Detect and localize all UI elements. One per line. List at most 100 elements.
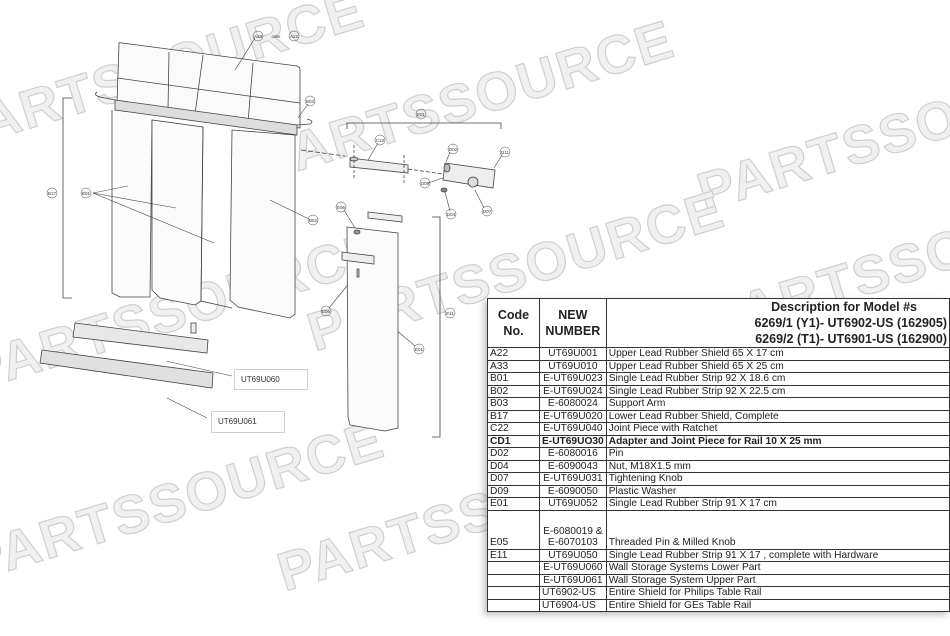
- header-code: Code No.: [487, 298, 540, 348]
- cell-code: D04: [487, 459, 540, 473]
- cell-description: Single Lead Rubber Strip 92 X 22.5 cm: [605, 384, 950, 398]
- cell-description: Plastic Washer: [605, 484, 950, 498]
- cell-description: Nut, M18X1.5 mm: [605, 459, 950, 473]
- cell-code: D09: [487, 484, 540, 498]
- cell-code: E05: [487, 509, 540, 550]
- cell-code: B17: [487, 409, 540, 423]
- cell-new-number: UT69U001: [539, 347, 607, 361]
- cell-description: Single Lead Rubber Strip 91 X 17 , compl…: [605, 548, 950, 562]
- e01-bracket: [346, 122, 502, 129]
- cell-code: [487, 598, 540, 612]
- cell-new-number: E-UT69U024: [539, 384, 607, 398]
- cell-new-number: E-UT69UO30: [539, 434, 607, 448]
- cell-code: A22: [487, 347, 540, 361]
- cell-new-number: E-UT69U031: [539, 472, 607, 486]
- header-description-title: Description for Model #s: [771, 300, 917, 314]
- cell-code: [487, 586, 540, 600]
- callout-e05: E05: [322, 309, 331, 314]
- callout-markers: [46, 30, 511, 355]
- cell-code: E11: [487, 548, 540, 562]
- callout-b03: B03: [306, 99, 315, 104]
- callout-a33: A33: [254, 34, 263, 39]
- support-rail: [95, 91, 313, 136]
- cell-code: A33: [487, 359, 540, 373]
- cell-new-number: E-UT69U061: [539, 573, 607, 587]
- callout-e11: E11: [446, 311, 454, 316]
- header-description: Description for Model #s 6269/1 (Y1)- UT…: [605, 298, 950, 348]
- cell-new-number: E-UT69U060: [539, 561, 607, 575]
- callout-b02: B02: [309, 218, 318, 223]
- callout-d04: D04: [447, 212, 456, 217]
- cell-description: Adapter and Joint Piece for Rail 10 X 25…: [605, 434, 950, 448]
- cell-description: Support Arm: [605, 397, 950, 411]
- cell-description: Lower Lead Rubber Shield, Complete: [605, 409, 950, 423]
- callout-e06: E06: [337, 205, 346, 210]
- leader-lines: [92, 37, 503, 419]
- cell-code: C22: [487, 422, 540, 436]
- cell-code: B02: [487, 384, 540, 398]
- callout-e01-lower: E01: [415, 347, 424, 352]
- single-strip-e11: [341, 211, 403, 432]
- cell-description: Upper Lead Rubber Shield 65 X 25 cm: [605, 359, 950, 373]
- cell-code: E01: [487, 497, 540, 511]
- cell-description: Upper Lead Rubber Shield 65 X 17 cm: [605, 347, 950, 361]
- b17-bracket: [62, 97, 72, 299]
- callout-d07: D07: [483, 209, 492, 214]
- cell-code: B01: [487, 372, 540, 386]
- adapter-d11: [440, 162, 496, 193]
- header-model-2: 6269/2 (T1)- UT6901-US (162900): [755, 332, 947, 346]
- e11-bracket: [432, 216, 441, 438]
- cell-new-number: E-UT69U023: [539, 372, 607, 386]
- cell-code: D02: [487, 447, 540, 461]
- cell-new-number: E-6090050: [539, 484, 607, 498]
- callout-d02: D02: [449, 147, 458, 152]
- cell-new-number: UT69U010: [539, 359, 607, 373]
- cell-description: Single Lead Rubber Strip 91 X 17 cm: [605, 497, 950, 511]
- header-new-number: NEW NUMBER: [539, 298, 607, 348]
- cell-description: Entire Shield for GEs Table Rail: [605, 598, 950, 612]
- parts-table: Code No. NEW NUMBER Description for Mode…: [487, 298, 950, 612]
- cell-description: Wall Storage System Upper Part: [605, 573, 950, 587]
- lower-strips: [111, 110, 346, 319]
- cell-new-number: UT69U050: [539, 548, 607, 562]
- callout-b01: B01: [82, 191, 91, 196]
- cell-new-number: E-6080016: [539, 447, 607, 461]
- callout-a22: A22: [290, 34, 299, 39]
- callout-b17: B17: [48, 191, 57, 196]
- cell-code: CD1: [487, 434, 540, 448]
- label-ut69u061: UT69U061: [211, 411, 285, 433]
- cell-new-number: E-6080024: [539, 397, 607, 411]
- callout-c22: C22: [376, 138, 385, 143]
- cell-description: Wall Storage Systems Lower Part: [605, 561, 950, 575]
- cell-description: Joint Piece with Ratchet: [605, 422, 950, 436]
- cell-new-number: UT69U052: [539, 497, 607, 511]
- cell-new-number: UT6902-US: [539, 586, 607, 600]
- cell-new-number: E-UT69U020: [539, 409, 607, 423]
- cell-description: Pin: [605, 447, 950, 461]
- cell-description: Single Lead Rubber Strip 92 X 18.6 cm: [605, 372, 950, 386]
- cell-description: Entire Shield for Philips Table Rail: [605, 586, 950, 600]
- table-header: Code No. NEW NUMBER Description for Mode…: [487, 298, 950, 348]
- cell-code: B03: [487, 397, 540, 411]
- header-model-1: 6269/1 (Y1)- UT6902-US (162905): [754, 316, 947, 330]
- cell-code: D07: [487, 472, 540, 486]
- label-ut69u060: UT69U060: [234, 369, 308, 390]
- cell-code: [487, 573, 540, 587]
- cell-new-number: UT6904-US: [539, 598, 607, 612]
- cell-new-number: E-6080019 & E-6070103: [539, 509, 607, 550]
- callout-d09: D09: [421, 181, 430, 186]
